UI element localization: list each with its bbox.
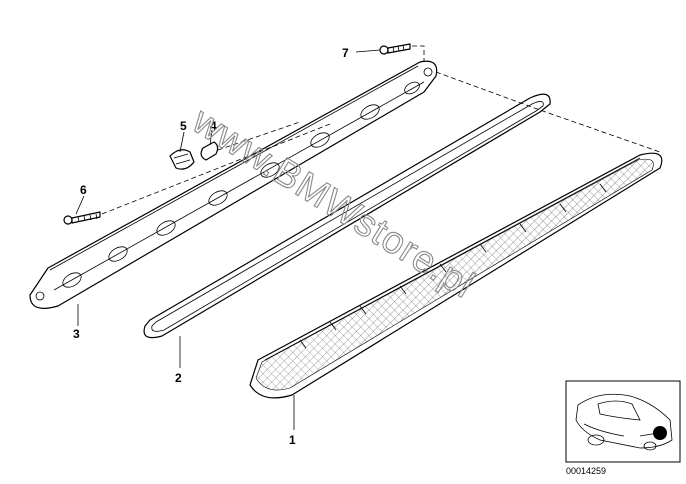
callout-4: 4 <box>210 119 217 133</box>
part-1-brake-light-lens <box>249 152 663 399</box>
callout-2: 2 <box>175 371 182 385</box>
callout-6: 6 <box>80 183 87 197</box>
part-6-screw <box>63 211 101 225</box>
part-3-lamp-housing <box>29 60 438 309</box>
callout-3: 3 <box>73 327 80 341</box>
part-7-screw <box>379 43 411 55</box>
location-marker-dot <box>653 426 667 440</box>
callout-7: 7 <box>342 46 349 60</box>
callout-1: 1 <box>289 433 296 447</box>
watermark-text: www.BMWstore.pl <box>184 99 481 306</box>
assembly-lines <box>101 45 661 215</box>
callout-5: 5 <box>180 119 187 133</box>
car-location-inset <box>565 380 681 463</box>
diagram-number: 00014259 <box>566 466 606 476</box>
leader-lines <box>75 49 381 430</box>
part-4-bulb <box>200 141 219 161</box>
part-2-gasket <box>143 93 551 339</box>
part-5-bulb-socket <box>169 149 195 170</box>
